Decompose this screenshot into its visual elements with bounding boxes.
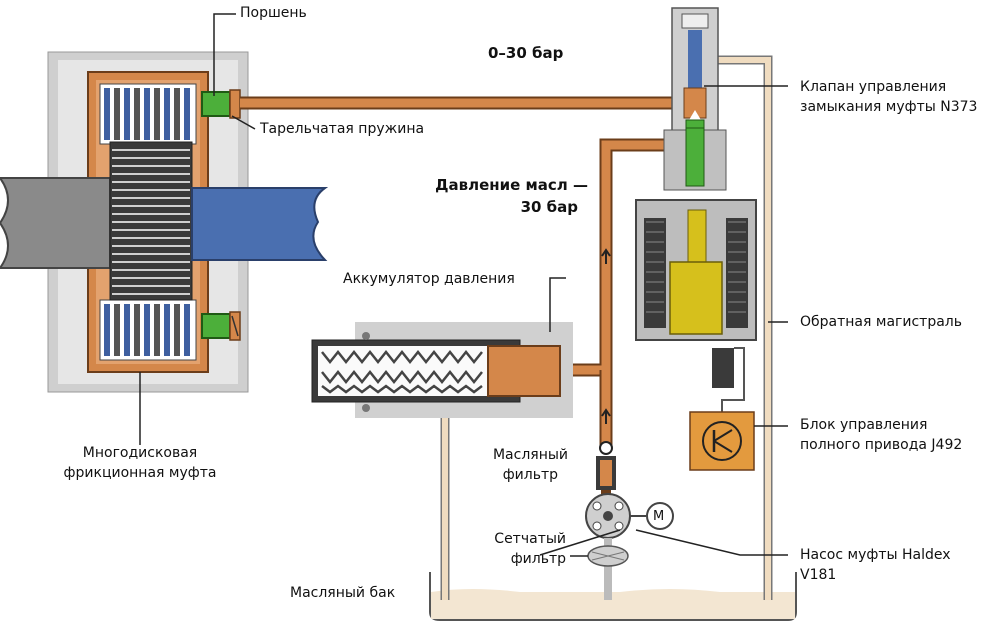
leader-lines — [139, 13, 788, 557]
oil-pressure-label-line2: 30 бар — [520, 198, 578, 216]
mesh-filter — [587, 538, 629, 600]
accumulator-label: Аккумулятор давления — [343, 271, 515, 287]
ecu-label-line1: Блок управления — [800, 417, 928, 433]
lower-piston — [201, 313, 231, 339]
input-shaft — [0, 177, 111, 269]
oil-tank — [429, 572, 797, 621]
return-line-label: Обратная магистраль — [800, 314, 962, 330]
oil-pressure-label-line1: Давление масл — — [435, 176, 588, 194]
mesh-filter-label-line2: фильтр — [510, 551, 566, 567]
valve-label-line2: замыкания муфты N373 — [800, 99, 978, 115]
clutch-label-line2: фрикционная муфта — [63, 465, 217, 481]
oil-filter-label-line2: фильтр — [502, 467, 558, 483]
pump-label-line2: V181 — [800, 567, 837, 583]
splined-hub — [109, 141, 193, 301]
pressure-0-30-label: 0–30 бар — [488, 44, 564, 62]
oil-tank-label: Масляный бак — [290, 585, 396, 601]
pressure-pipes — [240, 96, 690, 445]
oil-filter — [596, 441, 616, 490]
clutch-assembly — [0, 51, 329, 393]
output-shaft — [191, 187, 329, 261]
valve-label-line1: Клапан управления — [800, 79, 947, 95]
pressure-accumulator — [311, 322, 573, 418]
solenoid — [635, 199, 757, 412]
piston-label: Поршень — [240, 5, 307, 21]
clutch-label-line1: Многодисковая — [82, 445, 198, 461]
upper-piston — [201, 91, 231, 117]
disc-spring-label: Тарельчатая пружина — [260, 121, 425, 137]
motor-symbol: M — [653, 509, 665, 524]
pump-label-line1: Насос муфты Haldex — [800, 547, 951, 563]
haldex-pump-v181 — [585, 490, 674, 539]
ecu-j492 — [689, 411, 755, 471]
oil-filter-label-line1: Масляный — [492, 447, 568, 463]
control-valve-n373 — [663, 7, 727, 191]
ecu-label-line2: полного привода J492 — [800, 437, 963, 453]
mesh-filter-label-line1: Сетчатый — [494, 531, 566, 547]
upper-disc-pack — [99, 83, 197, 145]
lower-disc-pack — [99, 299, 197, 361]
return-line-pipe — [440, 55, 773, 600]
